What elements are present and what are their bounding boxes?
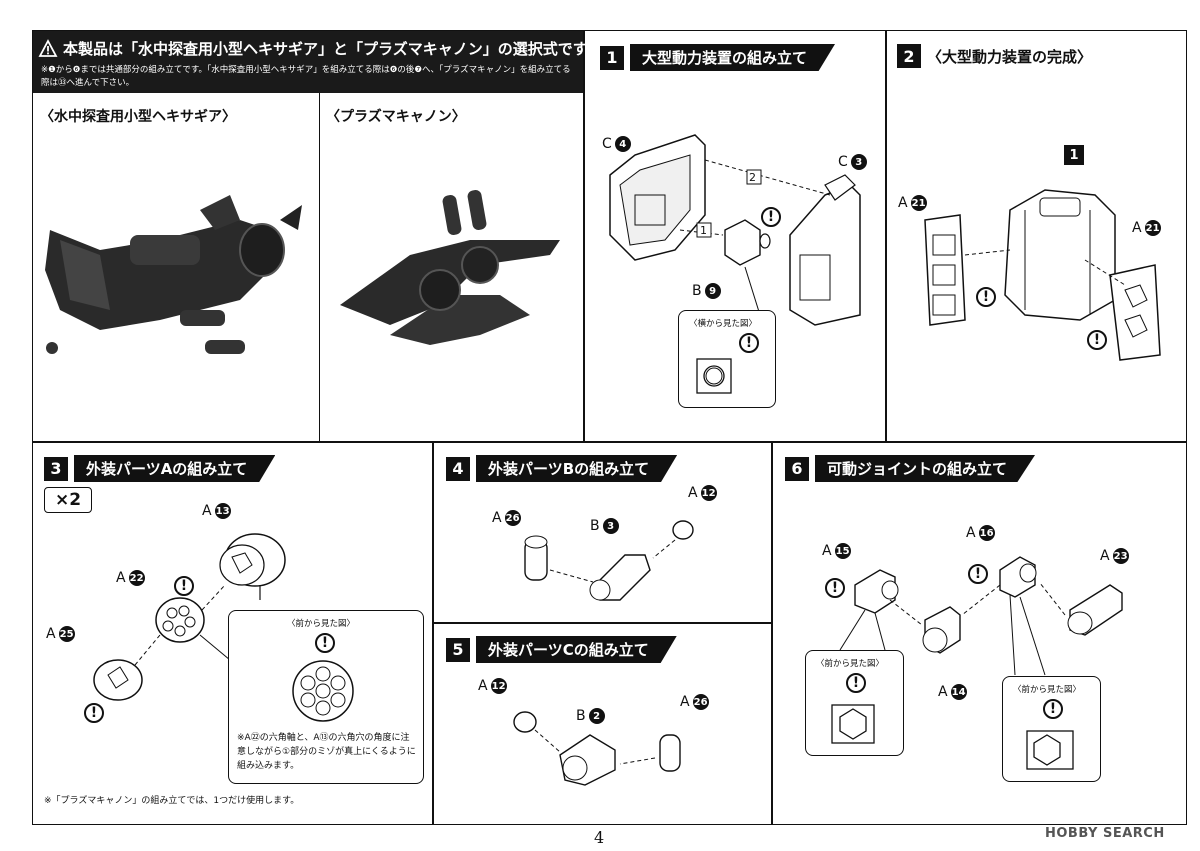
header-note: ※❶から❻までは共通部分の組み立てです。「水中探査用小型ヘキサギア」を組み立てる… (41, 65, 571, 88)
variant-label-plasma-cannon: 〈プラズマキャノン〉 (326, 109, 466, 125)
watermark: HOBBY SEARCH (1045, 826, 1165, 841)
step3-front-view-inset: 〈前から見た図〉 ! ※A㉒の六角軸と、A⑬の六角穴の角度に注意しながら①部分の… (228, 610, 424, 784)
front-view-diagram (1026, 730, 1074, 770)
step-number: 2 (897, 44, 921, 68)
step-number: 1 (600, 45, 624, 70)
page-number: 4 (594, 828, 605, 847)
step1-side-view-inset: 〈横から見た図〉 ! (678, 310, 776, 408)
step-2-header: 2 〈大型動力装置の完成〉 (897, 44, 1092, 68)
order-box-2: 2 (749, 171, 756, 184)
plasma-cannon-model-illustration (340, 190, 560, 345)
step-title: 可動ジョイントの組み立て (815, 455, 1036, 482)
caution-icon: ! (761, 207, 781, 227)
step3-parts-illustration (93, 533, 286, 701)
step6-front-view-inset-left: 〈前から見た図〉 ! (805, 650, 904, 756)
inset-title: 〈前から見た図〉 (816, 659, 885, 669)
step-5-header: 5 外装パーツCの組み立て (446, 636, 677, 663)
variant-label-hexagear: 〈水中探査用小型ヘキサギア〉 (40, 109, 236, 125)
step-title: 外装パーツAの組み立て (74, 455, 276, 482)
header-bar: 本製品は「水中探査用小型ヘキサギア」と「プラズマキャノン」の選択式です。 ※❶か… (33, 31, 601, 93)
caution-icon: ! (174, 576, 194, 596)
hexagear-model-illustration (45, 195, 302, 354)
side-view-diagram (696, 358, 732, 394)
order-box-1: 1 (700, 224, 707, 237)
caution-icon: ! (84, 703, 104, 723)
step-title: 大型動力装置の組み立て (630, 44, 836, 71)
caution-icon: ! (315, 633, 335, 653)
step4-parts-illustration (524, 520, 694, 601)
step6-front-view-inset-right: 〈前から見た図〉 ! (1002, 676, 1101, 782)
divider (771, 442, 773, 825)
inset-title: 〈前から見た図〉 (1013, 685, 1082, 695)
inset-note: ※A㉒の六角軸と、A⑬の六角穴の角度に注意しながら①部分のミゾが真上にくるように… (237, 733, 416, 771)
caution-icon: ! (968, 564, 988, 584)
front-view-diagram (831, 704, 875, 744)
inset-title: 〈前から見た図〉 (287, 619, 356, 629)
step-number: 6 (785, 456, 809, 481)
step-1-header: 1 大型動力装置の組み立て (600, 44, 836, 71)
quantity-multiplier: ×2 (44, 487, 92, 513)
caution-icon: ! (1087, 330, 1107, 350)
step2-power-unit-illustration (924, 189, 1161, 361)
warning-icon (38, 39, 58, 57)
step-number: 5 (446, 637, 470, 662)
page-frame (32, 30, 1187, 825)
step-6-header: 6 可動ジョイントの組み立て (785, 455, 1036, 482)
divider (319, 93, 320, 442)
caution-icon: ! (739, 333, 759, 353)
divider (885, 31, 887, 442)
step-title: 外装パーツBの組み立て (476, 455, 678, 482)
step3-footer-note: ※「プラズマキャノン」の組み立てでは、1つだけ使用します。 (44, 796, 300, 806)
step6-parts-illustration (839, 556, 1123, 676)
step-title: 〈大型動力装置の完成〉 (927, 47, 1093, 66)
step-number: 3 (44, 456, 68, 481)
inset-title: 〈横から見た図〉 (689, 319, 758, 329)
divider (432, 442, 434, 825)
caution-icon: ! (825, 578, 845, 598)
divider (433, 622, 771, 624)
step-number: 4 (446, 456, 470, 481)
caution-icon: ! (846, 673, 866, 693)
assembly-badge: 1 (1064, 145, 1084, 165)
step1-parts-illustration (609, 134, 861, 326)
divider (583, 31, 585, 442)
step-3-header: 3 外装パーツAの組み立て (44, 455, 276, 482)
front-view-diagram (292, 660, 354, 722)
header-title: 本製品は「水中探査用小型ヘキサギア」と「プラズマキャノン」の選択式です。 (63, 40, 602, 58)
divider (33, 441, 1186, 443)
caution-icon: ! (1043, 699, 1063, 719)
step5-parts-illustration (513, 711, 681, 786)
caution-icon: ! (976, 287, 996, 307)
step-title: 外装パーツCの組み立て (476, 636, 677, 663)
step-4-header: 4 外装パーツBの組み立て (446, 455, 678, 482)
